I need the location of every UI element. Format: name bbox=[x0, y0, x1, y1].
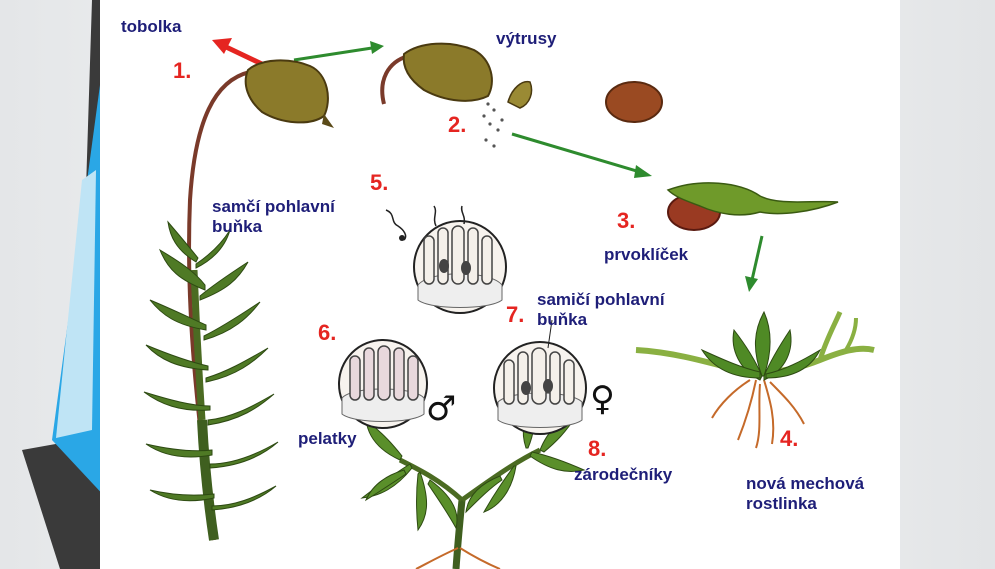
arrow-green-1 bbox=[294, 48, 372, 60]
step-number-5: 5. bbox=[370, 172, 388, 194]
arrow-green-3 bbox=[752, 236, 762, 280]
male-symbol-icon: ♂ bbox=[426, 392, 456, 426]
label-prvoklicek: prvoklíček bbox=[604, 246, 688, 263]
label-vytrusy: výtrusy bbox=[496, 30, 556, 47]
circle-archegonia-7 bbox=[494, 320, 586, 434]
step-number-1: 1. bbox=[173, 60, 191, 82]
step-number-8: 8. bbox=[588, 438, 606, 460]
label-nova-line1: nová mechová bbox=[746, 475, 864, 492]
label-pelatky: pelatky bbox=[298, 430, 357, 447]
label-tobolka: tobolka bbox=[121, 18, 181, 35]
young-moss-plant bbox=[636, 312, 874, 448]
step-number-3: 3. bbox=[617, 210, 635, 232]
step-number-2: 2. bbox=[448, 114, 466, 136]
capsule-releasing-spores bbox=[382, 44, 662, 148]
female-symbol-icon: ♀ bbox=[590, 382, 615, 416]
label-samci-line1: samčí pohlavní bbox=[212, 198, 335, 215]
arrow-green-3-head bbox=[745, 276, 758, 292]
protonema bbox=[668, 183, 838, 230]
arrow-green-2-head bbox=[634, 165, 652, 178]
circle-antheridia-6 bbox=[339, 340, 427, 428]
label-zarodecniky: zárodečníky bbox=[574, 466, 672, 483]
label-samci-line2: buňka bbox=[212, 218, 262, 235]
circle-antheridium-5 bbox=[386, 206, 506, 313]
arrow-green-2 bbox=[512, 134, 640, 172]
step-number-6: 6. bbox=[318, 322, 336, 344]
label-samici-line1: samičí pohlavní bbox=[537, 291, 665, 308]
label-nova-line2: rostlinka bbox=[746, 495, 817, 512]
moss-plant-with-capsule bbox=[144, 60, 334, 540]
step-number-4: 4. bbox=[780, 428, 798, 450]
arrow-green-1-head bbox=[370, 41, 384, 54]
label-samici-line2: buňka bbox=[537, 311, 587, 328]
step-number-7: 7. bbox=[506, 304, 524, 326]
